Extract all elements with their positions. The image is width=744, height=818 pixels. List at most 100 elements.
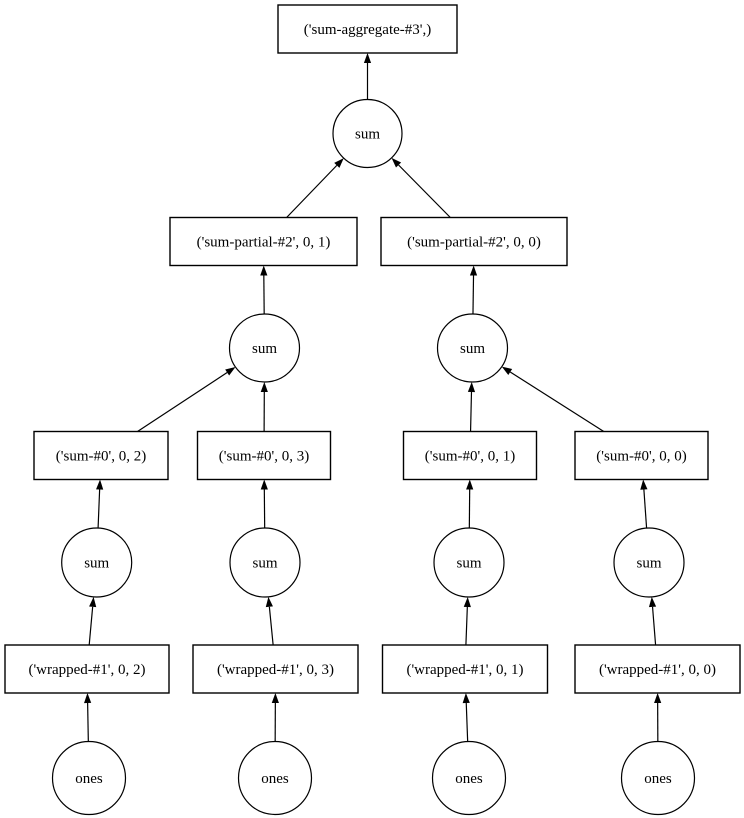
arrowhead-icon (96, 479, 104, 490)
node-wrapped-02: ('wrapped-#1', 0, 2) (4, 644, 170, 694)
edge-sum0-02-to-sum-mid-left (137, 372, 228, 433)
node-shape-circle (613, 527, 685, 598)
node-wrapped-00: ('wrapped-#1', 0, 0) (574, 644, 741, 694)
arrowhead-icon (265, 596, 273, 608)
arrowhead-icon (271, 693, 279, 704)
node-wrapped-01: ('wrapped-#1', 0, 1) (381, 644, 549, 694)
node-label: sum (636, 555, 661, 571)
node-label: ('wrapped-#1', 0, 0) (599, 662, 716, 678)
edge-sum-low-1-to-sum0-02 (97, 489, 101, 529)
node-sum0-02: ('sum-#0', 0, 2) (33, 430, 169, 481)
node-sum0-01: ('sum-#0', 0, 1) (402, 430, 538, 481)
node-shape-box (4, 644, 170, 694)
edge-sum-mid-right-to-sum-partial-00 (472, 275, 475, 315)
edge-sum-partial-01-to-sum-top (286, 164, 338, 218)
edge-ones-3-to-wrapped-01 (465, 702, 469, 742)
node-shape-box (33, 430, 169, 481)
node-label: ones (261, 771, 289, 787)
node-shape-circle (436, 313, 509, 383)
node-shape-circle (332, 98, 403, 169)
node-shape-circle (61, 527, 133, 598)
arrowhead-icon (654, 693, 662, 704)
node-shape-box (277, 4, 458, 54)
node-sum-partial-01: ('sum-partial-#2', 0, 1) (169, 216, 358, 267)
node-sum-mid-left: sum (228, 313, 301, 383)
node-sum-top: sum (332, 98, 403, 169)
edge-sum0-01-to-sum-mid-right (469, 391, 473, 432)
node-shape-box (380, 216, 568, 267)
node-shape-circle (620, 740, 696, 816)
node-label: sum (252, 555, 277, 571)
edge-wrapped-01-to-sum-low-3 (465, 606, 468, 646)
node-label: ('sum-#0', 0, 1) (425, 448, 515, 464)
node-label: sum (84, 555, 109, 571)
node-sum-low-3: sum (433, 527, 505, 598)
edge-sum-partial-00-to-sum-top (398, 164, 451, 218)
arrowhead-icon (648, 596, 657, 608)
node-label: ones (455, 771, 483, 787)
node-ones-3: ones (431, 740, 507, 816)
arrowhead-icon (467, 381, 476, 393)
arrowhead-icon (260, 479, 268, 490)
arrowhead-icon (640, 479, 648, 490)
node-sum-low-4: sum (613, 527, 685, 598)
node-label: ('wrapped-#1', 0, 3) (217, 662, 334, 678)
node-sum0-03: ('sum-#0', 0, 3) (196, 430, 332, 481)
node-sum-low-2: sum (229, 527, 301, 598)
node-label: ('sum-partial-#2', 0, 0) (407, 234, 541, 250)
node-label: ('sum-partial-#2', 0, 1) (197, 234, 331, 250)
node-sum-mid-right: sum (436, 313, 509, 383)
node-shape-circle (433, 527, 505, 598)
arrowhead-icon (260, 265, 268, 276)
node-shape-box (169, 216, 358, 267)
node-label: ('sum-#0', 0, 3) (219, 448, 309, 464)
node-shape-box (574, 430, 709, 481)
arrowhead-icon (501, 366, 513, 376)
arrowhead-icon (225, 367, 236, 376)
arrowhead-icon (391, 157, 402, 168)
node-label: ('sum-aggregate-#3',) (304, 22, 431, 38)
node-label: sum (355, 126, 380, 142)
node-shape-box (192, 644, 359, 694)
arrowhead-icon (260, 381, 268, 393)
arrowhead-icon (462, 693, 470, 704)
node-label: ones (75, 771, 103, 787)
node-shape-box (196, 430, 332, 481)
arrowhead-icon (89, 596, 97, 608)
arrowhead-icon (334, 158, 344, 168)
node-wrapped-03: ('wrapped-#1', 0, 3) (192, 644, 359, 694)
edge-ones-1-to-wrapped-02 (87, 702, 89, 742)
node-label: ('wrapped-#1', 0, 2) (28, 662, 145, 678)
arrowhead-icon (84, 693, 92, 704)
node-sum-low-1: sum (61, 527, 133, 598)
node-shape-circle (228, 313, 301, 383)
node-label: sum (456, 555, 481, 571)
node-sum0-00: ('sum-#0', 0, 0) (574, 430, 709, 481)
edge-sum0-00-to-sum-mid-right (509, 371, 605, 433)
node-ones-4: ones (620, 740, 696, 816)
node-ones-1: ones (51, 740, 127, 816)
arrowhead-icon (466, 479, 474, 490)
node-shape-circle (229, 527, 301, 598)
node-ones-2: ones (237, 740, 313, 816)
node-shape-circle (51, 740, 127, 816)
node-shape-circle (237, 740, 313, 816)
arrowhead-icon (463, 596, 471, 608)
node-label: ('wrapped-#1', 0, 1) (406, 662, 523, 678)
edge-wrapped-03-to-sum-low-2 (268, 606, 274, 646)
node-label: ones (644, 771, 672, 787)
edge-wrapped-02-to-sum-low-1 (88, 606, 94, 646)
arrowhead-icon (363, 53, 372, 63)
node-label: ('sum-#0', 0, 0) (596, 448, 686, 464)
node-sum-partial-00: ('sum-partial-#2', 0, 0) (380, 216, 568, 267)
edge-sum-low-4-to-sum0-00 (643, 489, 648, 529)
node-shape-box (574, 644, 741, 694)
node-sum-aggregate: ('sum-aggregate-#3',) (277, 4, 458, 54)
arrowhead-icon (469, 265, 478, 276)
edge-wrapped-00-to-sum-low-4 (651, 606, 657, 646)
node-shape-box (381, 644, 549, 694)
node-shape-circle (431, 740, 507, 816)
node-label: ('sum-#0', 0, 2) (56, 448, 146, 464)
